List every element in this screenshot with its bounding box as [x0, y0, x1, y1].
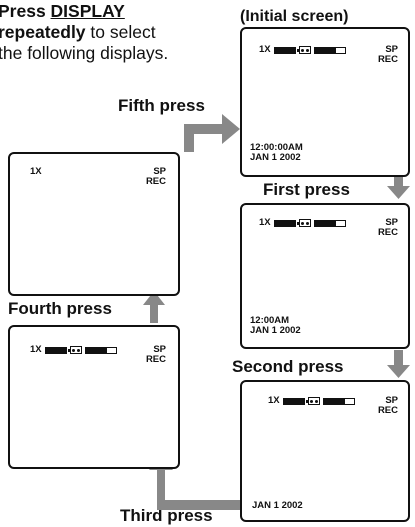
date-display: JAN 1 2002	[250, 152, 301, 163]
initial-screen: 1X SP REC 12:00:00AM JAN 1 2002	[240, 27, 410, 177]
fourth-press-label: Fourth press	[8, 299, 112, 318]
battery-icon	[282, 397, 308, 405]
speed-mode: SP	[385, 44, 398, 55]
zoom-indicator: 1X	[30, 166, 42, 177]
second-press-screen: 1X SP REC JAN 1 2002	[240, 380, 410, 522]
battery-icon	[273, 46, 299, 54]
first-press-screen: 1X SP REC 12:00AM JAN 1 2002	[240, 203, 410, 349]
tape-remaining-fill	[323, 398, 345, 404]
rec-mode: REC	[377, 54, 398, 65]
rec-mode: REC	[145, 176, 166, 187]
date-display: JAN 1 2002	[252, 500, 303, 511]
tape-remaining-bar-icon	[322, 397, 355, 405]
first-press-label: First press	[263, 180, 350, 199]
tape-remaining-bar-icon	[313, 46, 346, 54]
rec-mode: REC	[145, 354, 166, 365]
speed-mode: SP	[153, 344, 166, 355]
instruction-text: Press DISPLAY repeatedly to select the f…	[0, 1, 169, 63]
arrow-right-icon	[184, 114, 240, 152]
speed-mode: SP	[385, 217, 398, 228]
tape-icon	[298, 219, 311, 227]
arrow-down-icon	[387, 174, 410, 199]
fifth-press-screen: 1X SP REC	[8, 152, 180, 296]
arrow-up-icon	[143, 291, 165, 323]
tape-remaining-bar-icon	[84, 346, 117, 354]
tape-icon	[307, 397, 320, 405]
fourth-press-screen: 1X SP REC	[8, 325, 180, 469]
tape-remaining-bar-icon	[313, 219, 346, 227]
battery-icon	[273, 219, 299, 227]
third-press-label: Third press	[120, 506, 213, 525]
tape-remaining-fill	[314, 47, 336, 53]
date-display: JAN 1 2002	[250, 325, 301, 336]
tape-remaining-fill	[314, 220, 336, 226]
second-press-label: Second press	[232, 357, 344, 376]
initial-screen-heading: (Initial screen)	[240, 8, 349, 25]
tape-icon	[69, 346, 82, 354]
battery-icon	[44, 346, 70, 354]
fifth-press-label: Fifth press	[118, 96, 205, 115]
time-display: 12:00AM	[250, 315, 290, 326]
time-display: 12:00:00AM	[250, 142, 303, 153]
display-button-name: DISPLAY	[50, 1, 125, 21]
arrow-down-icon	[387, 350, 410, 378]
speed-mode: SP	[153, 166, 166, 177]
rec-mode: REC	[377, 227, 398, 238]
zoom-indicator: 1X	[259, 44, 271, 55]
zoom-indicator: 1X	[268, 395, 280, 406]
zoom-indicator: 1X	[30, 344, 42, 355]
tape-remaining-fill	[85, 347, 107, 353]
speed-mode: SP	[385, 395, 398, 406]
tape-icon	[298, 46, 311, 54]
zoom-indicator: 1X	[259, 217, 271, 228]
rec-mode: REC	[377, 405, 398, 416]
